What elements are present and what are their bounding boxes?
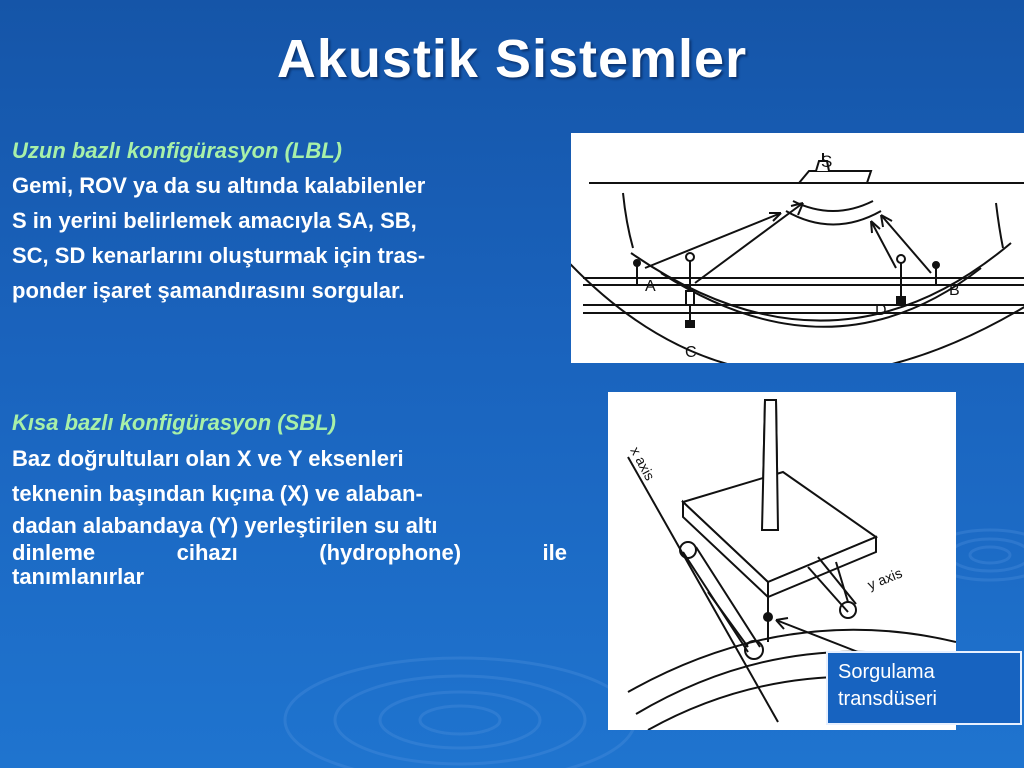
lbl-diagram: S A B C D	[571, 133, 1024, 363]
label-d: D	[875, 302, 887, 319]
lbl-line-3: SC, SD kenarlarını oluşturmak için tras-	[12, 243, 426, 268]
sbl-line-1: Baz doğrultuları olan X ve Y eksenleri	[12, 446, 404, 471]
label-c: C	[685, 344, 697, 361]
label-y-axis: y axis	[865, 565, 904, 593]
lbl-description: Gemi, ROV ya da su altında kalabilenler …	[12, 168, 567, 308]
lbl-heading: Uzun bazlı konfigürasyon (LBL)	[12, 138, 342, 163]
transducer-callout: Sorgulama transdüseri	[826, 651, 1022, 725]
lbl-line-2: S in yerini belirlemek amacıyla SA, SB,	[12, 208, 417, 233]
sbl-diagram: x axis y axis	[608, 392, 956, 730]
sbl-description: Baz doğrultuları olan X ve Y eksenleri t…	[12, 441, 567, 589]
label-s: S	[821, 152, 832, 171]
slide-title: Akustik Sistemler	[276, 29, 748, 89]
lbl-diagram-drawing: S A B C D	[571, 152, 1024, 363]
sbl-line-2: teknenin başından kıçına (X) ve alaban-	[12, 481, 423, 506]
sbl-line-3: dadan alabandaya (Y) yerleştirilen su al…	[12, 513, 438, 538]
callout-line-2: transdüseri	[838, 688, 937, 710]
lbl-line-1: Gemi, ROV ya da su altında kalabilenler	[12, 173, 426, 198]
sbl-diagram-drawing: x axis y axis	[627, 399, 956, 730]
lbl-line-4: ponder işaret şamandırasını sorgular.	[12, 278, 405, 303]
label-b: B	[949, 282, 960, 299]
label-a: A	[645, 278, 656, 295]
sbl-line-4: dinleme cihazı (hydrophone) ile	[12, 540, 567, 565]
sbl-heading: Kısa bazlı konfigürasyon (SBL)	[12, 410, 336, 435]
sbl-line-5: tanımlanırlar	[12, 564, 145, 589]
callout-line-1: Sorgulama	[838, 661, 935, 683]
